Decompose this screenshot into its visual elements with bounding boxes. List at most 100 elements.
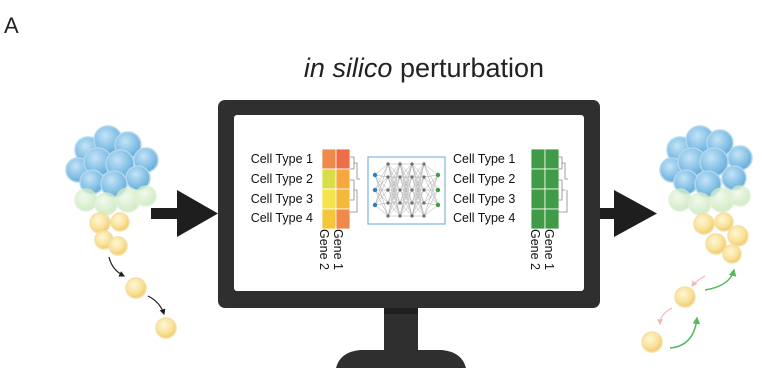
left-heatmap-cell-r4-c1 [321,208,337,230]
nn-edge [423,163,439,191]
left-heatmap-cell-r1-c2 [335,148,351,170]
right-heatmap: Cell Type 1 Cell Type 2 Cell Type 3 Cell… [453,148,568,270]
monitor-base [336,350,466,368]
nn-edge [387,163,401,191]
right-heatmap-cell-r3-c1 [530,188,546,210]
left-heatmap: Cell Type 1 Cell Type 2 Cell Type 3 Cell… [251,148,360,270]
nn-edge [423,189,439,206]
nn-node [422,201,426,205]
nn-edge [374,176,389,206]
nn-edge [423,174,439,204]
nn-edge [387,163,401,178]
pink-arrow-2 [657,307,673,326]
nn-node [386,201,390,205]
right-heatmap-cell-r4-c1 [530,208,546,230]
right-row-label-3: Cell Type 3 [453,192,515,206]
nn-node [372,187,378,193]
nn-node [410,201,414,205]
title-rest: perturbation [392,53,544,83]
nn-edge [423,189,439,204]
left-heatmap-cell-r1-c1 [321,148,337,170]
pink-arrow-1 [691,275,706,287]
left-row-label-4: Cell Type 4 [251,211,313,225]
right-heatmap-cell-r3-c2 [544,188,560,210]
nn-node [398,201,402,205]
right-row-label-2: Cell Type 2 [453,172,515,186]
neural-network [367,156,446,225]
left-col-label-gene1: Gene 1 [331,229,345,270]
right-heatmap-cell-r4-c2 [544,208,560,230]
figure-title: in silico perturbation [304,53,544,83]
nn-edge [411,163,425,217]
migration-arrow-2 [147,295,166,316]
nn-edge [399,163,413,204]
left-heatmap-cell-r3-c1 [321,188,337,210]
nn-node [386,175,390,179]
nn-node [435,172,441,178]
nn-edge [399,163,413,178]
nn-edge [399,189,413,217]
right-dendrogram [558,156,568,213]
nn-edge [399,202,413,217]
cell-cluster-left [65,125,177,339]
nn-edge [374,176,389,191]
nn-edge [387,163,401,204]
title-italic: in silico [304,53,393,83]
nn-edge [399,176,413,217]
right-heatmap-cell-r2-c2 [544,168,560,190]
nn-edge [423,174,439,178]
nn-node [422,188,426,192]
nn-node [398,214,402,218]
right-row-label-4: Cell Type 4 [453,211,515,225]
right-arrow-right [586,190,657,237]
nn-node [398,188,402,192]
nn-edge [423,189,439,217]
nn-node [386,214,390,218]
left-row-label-3: Cell Type 3 [251,192,313,206]
nn-edge [423,202,439,206]
nn-edge [387,163,401,217]
nn-node [435,187,441,193]
nn-edge [399,163,413,191]
right-heatmap-cell-r1-c1 [530,148,546,170]
nn-node [422,175,426,179]
nn-edge [387,189,401,217]
nn-edge [411,163,425,178]
left-heatmap-cell-r2-c2 [335,168,351,190]
nn-node [422,214,426,218]
migration-arrow-1 [108,256,126,277]
nn-edge [374,174,389,191]
right-heatmap-cell-r2-c1 [530,168,546,190]
nn-edge [423,176,439,191]
nn-edge [423,174,439,191]
nn-edge [411,189,425,217]
left-row-label-1: Cell Type 1 [251,152,313,166]
left-row-label-2: Cell Type 2 [251,172,313,186]
nn-edge [411,163,425,204]
nn-edge [423,163,439,176]
nn-edge [399,163,413,217]
left-dendrogram [350,156,360,213]
nn-edge [423,176,439,206]
right-col-label-gene1: Gene 1 [542,229,556,270]
nn-edge [374,163,389,191]
nn-node [410,175,414,179]
monitor-neck [384,308,418,350]
left-heatmap-cell-r3-c2 [335,188,351,210]
nn-node [372,202,378,208]
nn-edge [423,204,439,217]
nn-edge [411,163,425,191]
nn-edge [374,163,389,176]
nn-edge [374,174,389,217]
left-heatmap-cell-r4-c2 [335,208,351,230]
left-heatmap-cell-r2-c1 [321,168,337,190]
nn-node [398,162,402,166]
panel-label: A [4,13,19,38]
nn-node [410,162,414,166]
right-arrow-left [151,190,218,237]
nn-edge [423,174,439,217]
nn-node [372,172,378,178]
nn-edge [411,176,425,217]
nn-node [422,162,426,166]
